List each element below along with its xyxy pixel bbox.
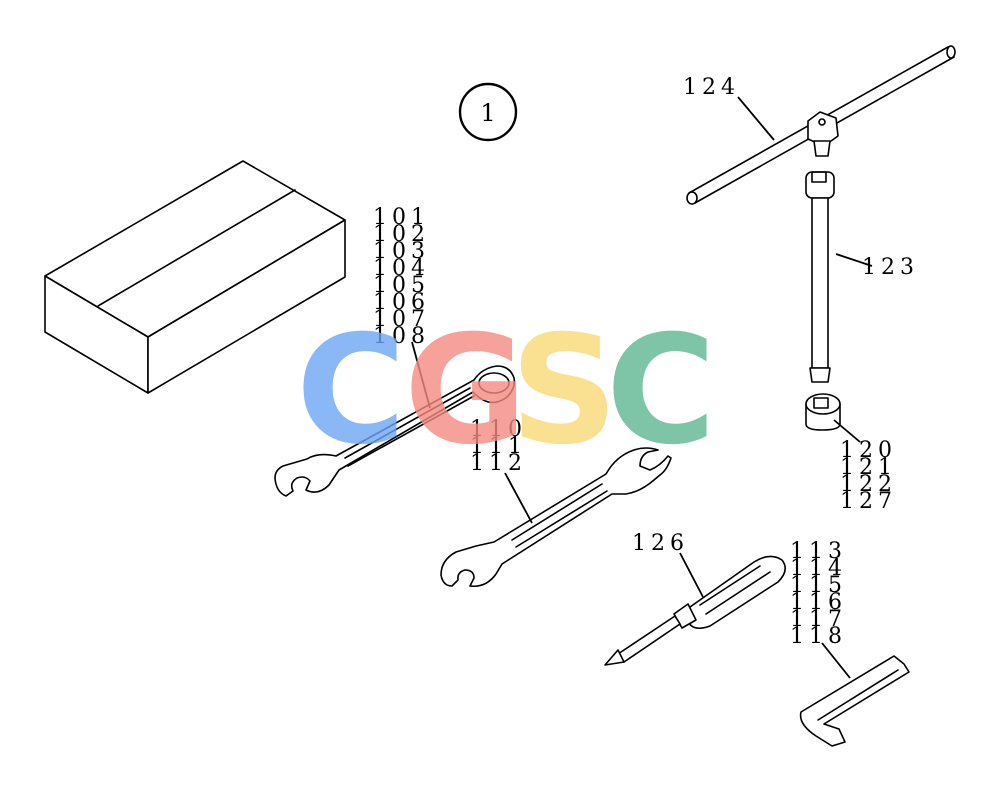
callouts-wrench-2: 110 111 112 (470, 417, 527, 476)
callout-label: 121 (840, 455, 897, 480)
callout-label: 101 (373, 205, 430, 230)
callout-label: 108 (373, 324, 430, 349)
watermark-letter: C (606, 304, 716, 478)
callout-label: 127 (840, 489, 897, 514)
callout-label: 113 (790, 539, 847, 564)
combination-wrench (274, 365, 516, 497)
callout-label: 116 (790, 590, 847, 615)
socket (805, 393, 841, 431)
callout-label: 122 (840, 472, 897, 497)
watermark-letter: G (404, 304, 527, 478)
hex-key (799, 655, 910, 747)
watermark-letter: C (296, 304, 406, 478)
callout-label: 114 (790, 556, 847, 581)
leader-t-handle (737, 96, 775, 141)
t-handle (686, 45, 956, 205)
callout-label: 117 (790, 607, 847, 632)
callout-t-handle: 124 (683, 75, 740, 100)
callouts-hex-key: 113 114 115 116 117 118 (790, 539, 847, 649)
callout-label: 120 (840, 438, 897, 463)
tool-box (44, 160, 346, 394)
callout-label: 110 (470, 417, 527, 442)
callout-label: 106 (373, 290, 430, 315)
open-end-wrench (440, 447, 672, 588)
callout-label: 104 (373, 256, 430, 281)
callout-extension: 123 (862, 255, 919, 280)
callouts-socket: 120 121 122 127 (840, 438, 897, 514)
leader-socket (833, 419, 861, 443)
callout-label: 118 (790, 624, 847, 649)
callout-screwdriver: 126 (632, 531, 689, 556)
callout-label: 103 (373, 239, 430, 264)
callout-label: 115 (790, 573, 847, 598)
leader-extension (835, 253, 873, 267)
leader-screwdriver (679, 552, 704, 598)
leader-lines (411, 96, 873, 679)
leader-wrench-2 (504, 472, 533, 524)
callouts-box: 101 102 103 104 105 106 107 108 (373, 205, 430, 349)
callout-label: 111 (470, 434, 527, 459)
figure-number: 1 (480, 99, 495, 127)
watermark-logo: C G S C (296, 304, 716, 478)
extension-bar (805, 171, 835, 383)
leader-hex-key (821, 642, 851, 679)
figure-number-circle: 1 (458, 82, 518, 142)
screwdriver (604, 555, 786, 666)
callout-label: 102 (373, 222, 430, 247)
watermark-letter: S (510, 304, 618, 478)
callout-label: 107 (373, 307, 430, 332)
leader-box (411, 341, 431, 409)
callout-label: 112 (470, 451, 527, 476)
callout-label: 105 (373, 273, 430, 298)
